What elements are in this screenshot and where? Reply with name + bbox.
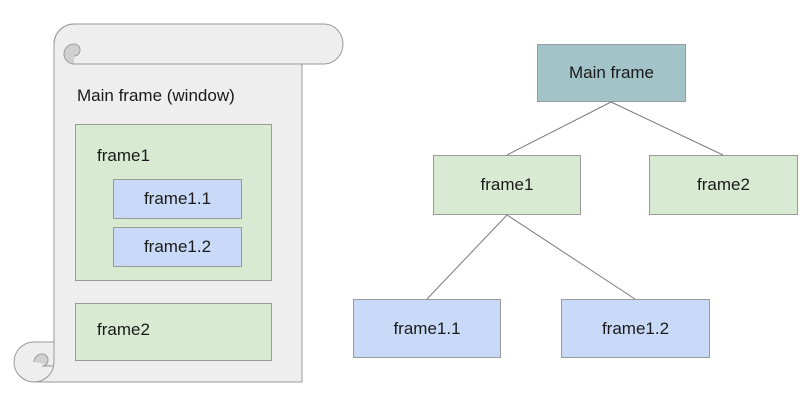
edge-frame1-frame1-2 [506, 214, 636, 300]
tree-node-frame1-1: frame1.1 [353, 299, 501, 358]
edge-root-frame1 [506, 101, 612, 156]
left-frame1-1-box: frame1.1 [113, 179, 242, 219]
edge-frame1-frame1-1 [426, 214, 508, 300]
tree-node-frame1: frame1 [433, 155, 581, 215]
tree-node-frame1-2: frame1.2 [561, 299, 710, 358]
left-frame2-label: frame2 [97, 320, 150, 339]
left-frame1-label: frame1 [97, 146, 150, 165]
window-label: Main frame (window) [77, 86, 235, 105]
edge-root-frame2 [610, 101, 724, 156]
tree-node-main-frame: Main frame [537, 44, 686, 102]
left-frame2-box [75, 303, 272, 361]
scroll-top-curl [63, 43, 81, 65]
tree-node-frame2: frame2 [649, 155, 798, 215]
left-frame1-2-box: frame1.2 [113, 227, 242, 267]
